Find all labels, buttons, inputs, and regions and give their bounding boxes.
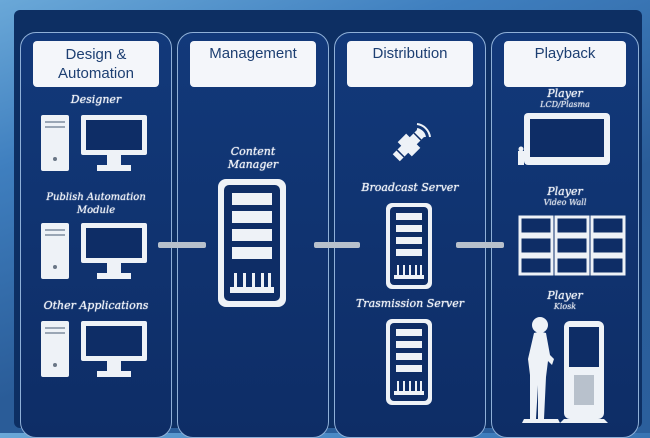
server-rack-icon xyxy=(386,203,432,289)
server-rack-icon xyxy=(218,179,286,307)
kiosk-icon xyxy=(522,317,608,423)
lcd-screen-icon xyxy=(518,113,610,165)
column-header-design: Design & Automation xyxy=(33,41,159,87)
column-header-playback: Playback xyxy=(504,41,626,87)
column-playback: Playback Player LCD/Plasma Player Video … xyxy=(491,32,639,438)
label-transmission-server: Trasmission Server xyxy=(355,297,465,310)
computer-icon xyxy=(41,321,147,377)
column-header-management: Management xyxy=(190,41,316,87)
label-player-wall-sub: Video Wall xyxy=(543,198,587,207)
diagram-frame: Design & Automation Designer Publish Aut… xyxy=(14,10,642,438)
connector-design-management xyxy=(158,242,206,248)
server-rack-icon xyxy=(386,319,432,405)
column-distribution: Distribution Broadcast Server Trasmiss xyxy=(334,32,486,438)
video-wall-icon xyxy=(518,215,626,276)
label-publish-automation: Publish Automation Module xyxy=(46,192,146,216)
computer-icon xyxy=(41,223,147,279)
computer-icon xyxy=(41,115,147,171)
label-other-applications: Other Applications xyxy=(43,299,149,312)
label-player-kiosk-sub: Kiosk xyxy=(553,302,577,311)
label-player-lcd: Player xyxy=(547,87,583,100)
label-content-manager: Content Manager xyxy=(227,145,279,171)
label-broadcast-server: Broadcast Server xyxy=(361,181,459,194)
label-player-kiosk: Player xyxy=(547,289,583,302)
column-design-automation: Design & Automation Designer Publish Aut… xyxy=(20,32,172,438)
label-player-lcd-sub: LCD/Plasma xyxy=(540,100,590,109)
connector-distribution-playback xyxy=(456,242,504,248)
satellite-icon xyxy=(392,123,431,162)
label-designer: Designer xyxy=(70,93,122,106)
column-header-distribution: Distribution xyxy=(347,41,473,87)
label-player-wall: Player xyxy=(547,185,583,198)
connector-management-distribution xyxy=(314,242,360,248)
column-management: Management Content Manager xyxy=(177,32,329,438)
